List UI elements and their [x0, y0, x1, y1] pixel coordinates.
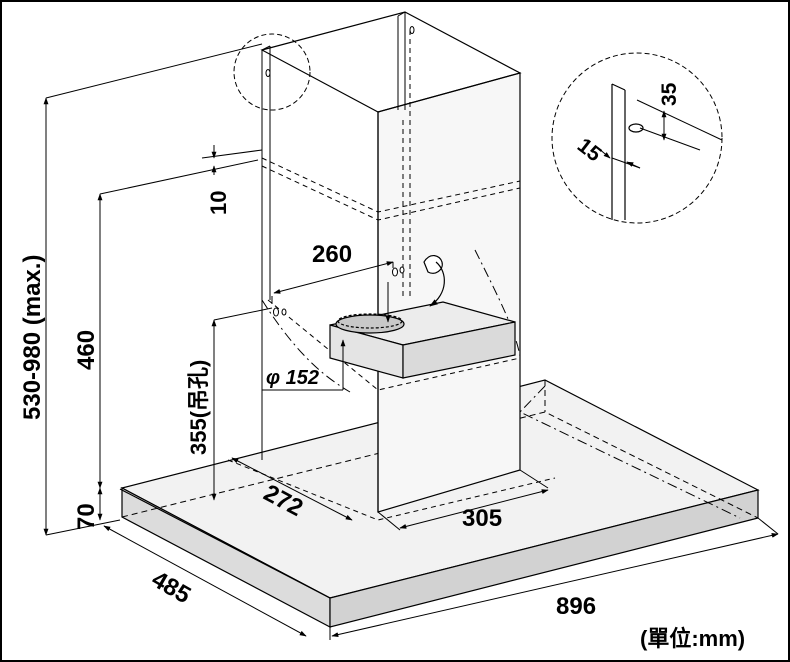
hole-spacing-label: 260: [312, 241, 352, 268]
hood-thickness-label: 70: [73, 503, 100, 530]
chimney-front: [260, 11, 522, 513]
total-height-label: 530-980 (max.): [19, 255, 46, 420]
hood-depth-label: 485: [147, 566, 195, 609]
screw-icon: [423, 255, 445, 307]
hole-height-label: 355(吊孔): [186, 360, 211, 455]
mounting-holes: [265, 26, 415, 317]
duct-box: [329, 301, 516, 379]
top-offset-label: 10: [206, 191, 231, 215]
chimney-inner: [261, 11, 406, 460]
detail-callout: 15 35: [551, 52, 723, 224]
detail-marker-circle: [233, 33, 311, 111]
duct-opening: [335, 313, 405, 334]
dimension-lines: [43, 43, 779, 640]
chimney-height-label: 460: [73, 330, 100, 370]
detail-slot-height-label: 35: [658, 82, 681, 106]
unit-note: (單位:mm): [640, 626, 745, 651]
duct-diameter-label: φ 152: [266, 367, 319, 389]
hood-width-label: 896: [556, 593, 596, 620]
chimney-width-label: 305: [462, 505, 502, 532]
